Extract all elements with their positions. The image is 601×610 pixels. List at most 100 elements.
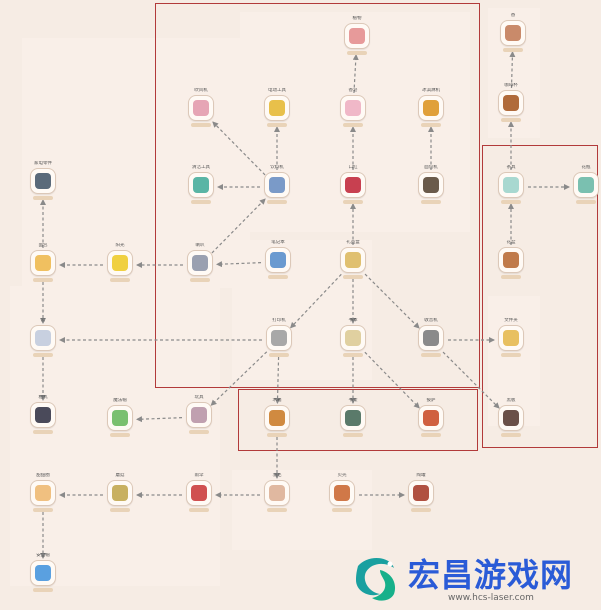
skill-node-bar [501,433,521,437]
skill-node-n21[interactable]: 云 [28,318,58,362]
skill-node-frame [30,402,56,428]
skill-item-icon [345,252,361,268]
skill-item-icon [35,565,51,581]
skill-node-n20[interactable]: 花盆 [496,240,526,284]
skill-node-label: 相机 [38,395,48,400]
skill-node-frame [498,172,524,198]
skill-item-icon [193,100,209,116]
skill-node-label: 笔记本 [271,240,285,245]
skill-node-n18[interactable]: 笔记本 [263,240,293,284]
skill-node-frame [500,20,526,46]
skill-node-bar [343,200,363,204]
skill-item-icon [269,485,285,501]
skill-node-n06[interactable]: 冰淇淋机 [416,88,446,132]
skill-node-bar [267,200,287,204]
skill-node-frame [107,250,133,276]
skill-node-bar [267,433,287,437]
skill-node-bar [189,430,209,434]
skill-node-n25[interactable]: 文件夹 [496,318,526,362]
skill-node-frame [264,172,290,198]
skill-item-icon [503,95,519,111]
skill-node-n27[interactable]: 魔法帽 [105,398,135,442]
skill-node-n09[interactable]: 清洁工具 [186,165,216,209]
skill-node-n19[interactable]: 礼品盒 [338,240,368,284]
skill-node-label: 披萨 [426,398,436,403]
skill-node-n28[interactable]: 玩具 [184,395,214,439]
skill-node-bar [110,278,130,282]
skill-node-n35[interactable]: 雨伞 [184,473,214,517]
prerequisite-edge [290,273,342,329]
skill-node-frame [264,405,290,431]
skill-item-icon [503,410,519,426]
skill-node-n12[interactable]: 面包机 [416,165,446,209]
skill-node-n14[interactable]: 花瓶 [571,165,601,209]
skill-node-bar [501,200,521,204]
skill-item-icon [269,410,285,426]
skill-node-frame [264,95,290,121]
skill-node-n33[interactable]: 甜甜圈 [28,473,58,517]
skill-node-bar [33,508,53,512]
prerequisite-edge [364,273,420,329]
skill-node-n08[interactable]: 家电零件 [28,161,58,205]
skill-node-n15[interactable]: 面包 [28,243,58,287]
skill-node-n04[interactable]: 电动工具 [262,88,292,132]
skill-node-label: 甜甜圈 [36,473,50,478]
skill-node-n39[interactable]: 安全帽 [28,553,58,597]
skill-node-n34[interactable]: 蘑菇 [105,473,135,517]
skill-node-n05[interactable]: 香皂 [338,88,368,132]
skill-node-n38[interactable]: 陶罐 [406,473,436,517]
skill-node-n10[interactable]: 饮料机 [262,165,292,209]
skill-node-n17[interactable]: 喇叭 [185,243,215,287]
skill-node-frame [418,405,444,431]
skill-item-icon [269,100,285,116]
skill-node-frame [498,325,524,351]
skill-node-frame [418,172,444,198]
skill-item-icon [345,330,361,346]
skill-node-n24[interactable]: 收音机 [416,318,446,362]
skill-node-frame [30,480,56,506]
skill-node-n32[interactable]: 黑板 [496,398,526,442]
skill-item-icon [112,485,128,501]
skill-node-frame [107,480,133,506]
skill-node-label: 植物 [352,16,362,21]
skill-node-label: 家电零件 [34,161,52,166]
skill-node-n30[interactable]: 书架 [338,398,368,442]
skill-node-n07[interactable]: 咖啡杯 [496,83,526,127]
skill-node-n31[interactable]: 披萨 [416,398,446,442]
skill-node-label: 黑板 [506,398,516,403]
skill-item-icon [413,485,429,501]
skill-node-n11[interactable]: 口红 [338,165,368,209]
skill-node-n03[interactable]: 吹风机 [186,88,216,132]
skill-node-frame [265,247,291,273]
skill-node-label: 香 [510,13,516,18]
skill-node-bar [421,433,441,437]
skill-item-icon [503,177,519,193]
skill-item-icon [334,485,350,501]
highlight-box-main [155,3,480,388]
skill-node-n29[interactable]: 木箱 [262,398,292,442]
skill-node-label: 魔法帽 [113,398,127,403]
skill-node-n26[interactable]: 相机 [28,395,58,439]
skill-node-bar [421,200,441,204]
skill-item-icon [423,410,439,426]
skill-node-n36[interactable]: 羽毛 [262,473,292,517]
prerequisite-edge [215,261,262,268]
skill-item-icon [345,410,361,426]
skill-node-frame [340,95,366,121]
skill-node-n02[interactable]: 香 [498,13,528,57]
skill-node-n13[interactable]: 茶具 [496,165,526,209]
skill-item-icon [578,177,594,193]
skill-node-frame [188,95,214,121]
skill-item-icon [193,177,209,193]
skill-node-n22[interactable]: 打印机 [264,318,294,362]
skill-node-bar [269,353,289,357]
skill-node-bar [267,508,287,512]
skill-node-n01[interactable]: 植物 [342,16,372,60]
skill-node-frame [340,405,366,431]
skill-node-n23[interactable]: 书本 [338,318,368,362]
skill-node-n16[interactable]: 阳光 [105,243,135,287]
skill-node-n37[interactable]: 贝壳 [327,473,357,517]
skill-item-icon [35,407,51,423]
skill-item-icon [112,410,128,426]
